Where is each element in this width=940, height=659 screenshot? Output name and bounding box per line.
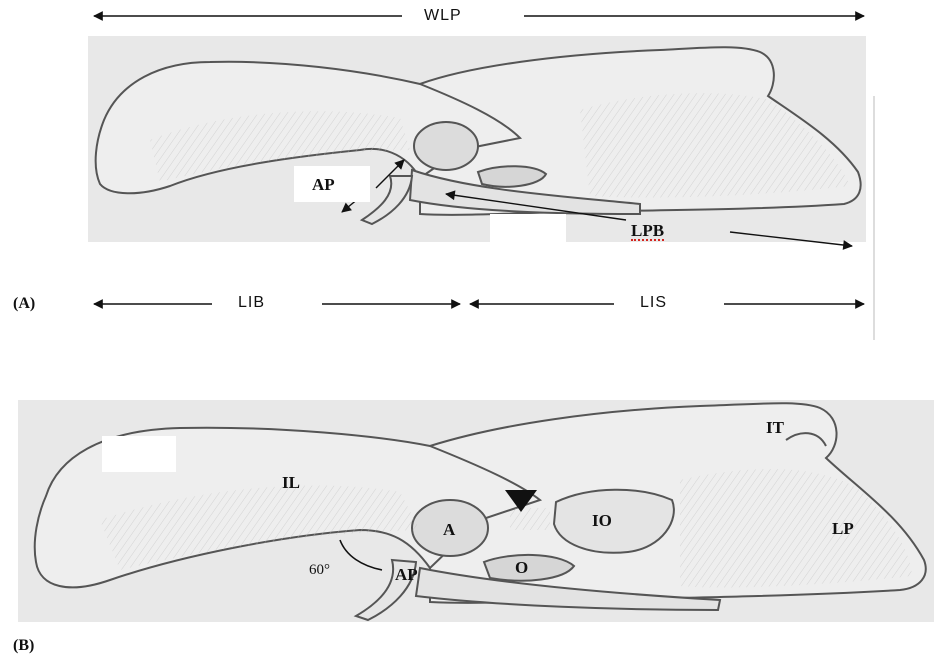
label-a: A (443, 521, 455, 538)
label-lib: LIB (238, 295, 265, 311)
label-lp: LP (832, 520, 854, 537)
label-wlp: WLP (424, 8, 462, 24)
label-o: O (515, 559, 528, 576)
caption-b: (B) (13, 638, 34, 654)
label-il: IL (282, 474, 300, 491)
label-io: IO (592, 512, 612, 529)
label-ap-a: AP (312, 176, 335, 193)
label-it: IT (766, 419, 784, 436)
label-lis: LIS (640, 295, 667, 311)
panel-b-patch (102, 436, 176, 472)
panel-a-patch (490, 214, 566, 244)
label-angle: 60° (309, 563, 330, 578)
label-lpb: LPB (631, 222, 664, 241)
caption-a: (A) (13, 296, 35, 312)
label-ap-b: AP (395, 566, 418, 583)
